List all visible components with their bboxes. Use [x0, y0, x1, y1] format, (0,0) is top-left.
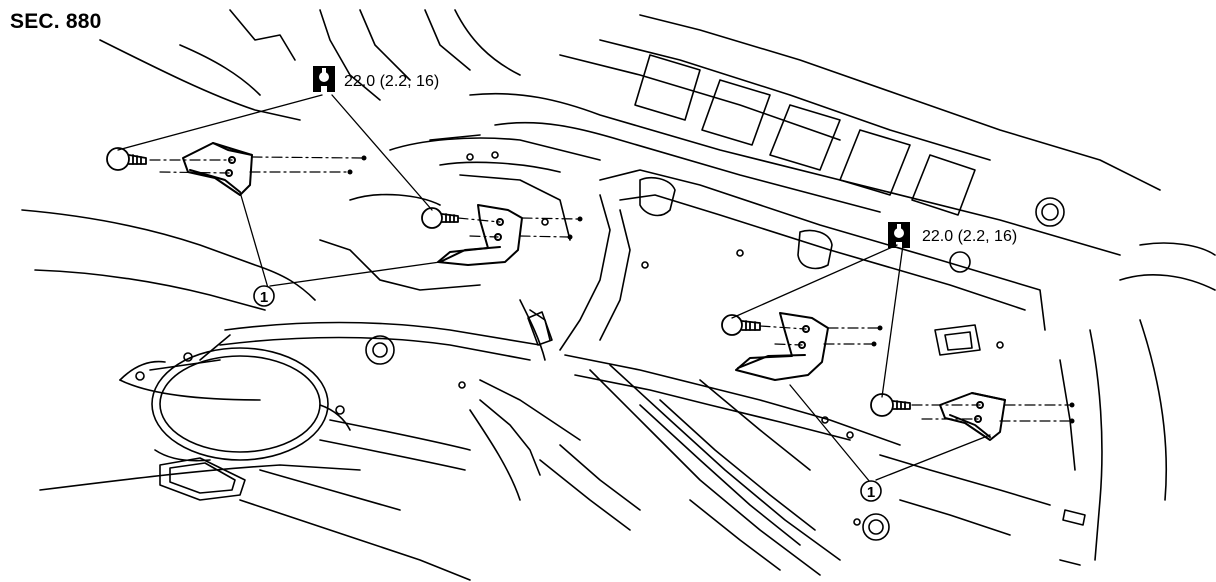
- floor-body-outline: [21, 9, 1216, 581]
- torque-leader-lines: [117, 94, 904, 398]
- bolt-right-center: [721, 314, 761, 336]
- alignment-lines-upper-left: [149, 156, 363, 174]
- torque-wrench-icon: [888, 222, 910, 248]
- alignment-lines-lower-right: [911, 404, 1071, 422]
- mounting-bracket-lower-right: [939, 392, 1006, 441]
- part-callout-right: 1: [860, 480, 882, 502]
- torque-value-upper: 22.0 (2.2, 16): [344, 73, 439, 90]
- bolt-upper-left: [106, 147, 147, 171]
- bolt-lower-right: [870, 393, 911, 417]
- alignment-lines-right-center: [759, 325, 879, 346]
- torque-callout-upper: 22.0 (2.2, 16): [313, 66, 439, 92]
- part-callout-left: 1: [253, 285, 275, 307]
- section-title: SEC. 880: [10, 10, 102, 33]
- alignment-lines-center: [457, 217, 579, 238]
- mounting-bracket-center: [437, 204, 523, 266]
- bolt-center: [421, 207, 459, 229]
- torque-value-right: 22.0 (2.2, 16): [922, 228, 1017, 245]
- part-leader-lines: [239, 191, 991, 483]
- part-number-left: 1: [260, 289, 268, 306]
- mounting-bracket-upper-left: [182, 142, 253, 196]
- mounting-bracket-right-center: [735, 312, 829, 381]
- torque-callout-right: 22.0 (2.2, 16): [888, 222, 1017, 248]
- part-number-right: 1: [867, 484, 875, 501]
- torque-wrench-icon: [313, 66, 335, 92]
